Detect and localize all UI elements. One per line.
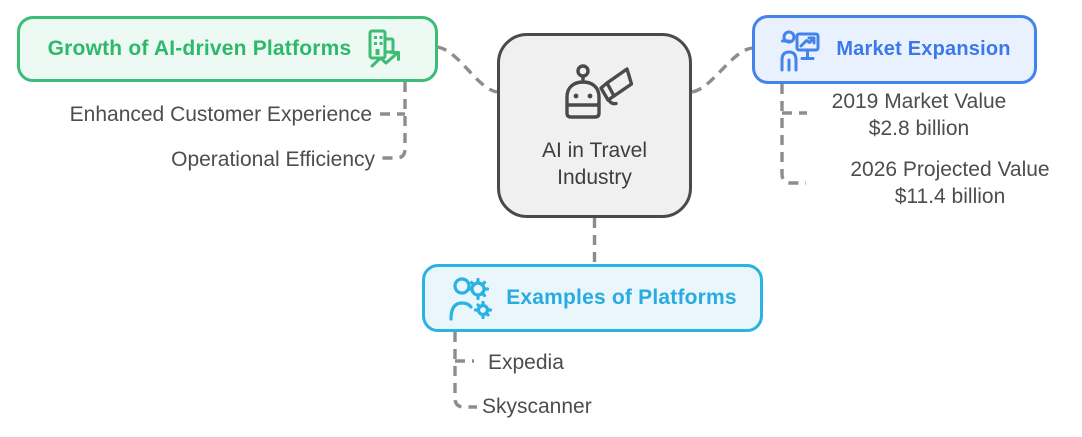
child-2026-projected-value[interactable]: 2026 Projected Value $11.4 billion	[818, 156, 1082, 210]
node-ai-in-travel-industry[interactable]: AI in Travel Industry	[497, 33, 692, 218]
growth-node-label: Growth of AI-driven Platforms	[47, 37, 352, 60]
node-market-expansion[interactable]: Market Expansion	[752, 15, 1037, 84]
node-growth-of-ai-driven-platforms[interactable]: Growth of AI-driven Platforms	[17, 16, 438, 82]
center-node-label: AI in Travel Industry	[542, 137, 647, 191]
child-expedia[interactable]: Expedia	[488, 351, 564, 374]
connector-market-children-trunk	[780, 84, 806, 185]
child-2019-line1: 2019 Market Value	[831, 90, 1007, 113]
center-label-line1: AI in Travel	[541, 138, 648, 162]
child-operational-efficiency[interactable]: Operational Efficiency	[171, 148, 375, 171]
robot-megaphone-icon	[557, 61, 633, 127]
presentation-chart-icon	[778, 27, 824, 73]
connector-center-to-market	[691, 46, 753, 94]
examples-node-label: Examples of Platforms	[506, 286, 737, 309]
child-2019-line2: $2.8 billion	[868, 117, 970, 140]
node-examples-of-platforms[interactable]: Examples of Platforms	[422, 264, 763, 332]
connector-growth-children-trunk	[382, 82, 407, 160]
child-2019-market-value[interactable]: 2019 Market Value $2.8 billion	[808, 88, 1030, 142]
connector-growth-to-center	[436, 45, 498, 94]
center-label-line2: Industry	[557, 165, 632, 189]
connector-examples-children-trunk	[453, 332, 477, 409]
child-skyscanner[interactable]: Skyscanner	[482, 395, 592, 418]
person-gear-icon	[448, 274, 494, 322]
child-enhanced-customer-experience[interactable]: Enhanced Customer Experience	[69, 103, 372, 126]
child-2026-line2: $11.4 billion	[894, 185, 1006, 208]
child-2026-line1: 2026 Projected Value	[850, 158, 1050, 181]
market-node-label: Market Expansion	[836, 38, 1011, 60]
building-growth-icon	[363, 27, 407, 71]
